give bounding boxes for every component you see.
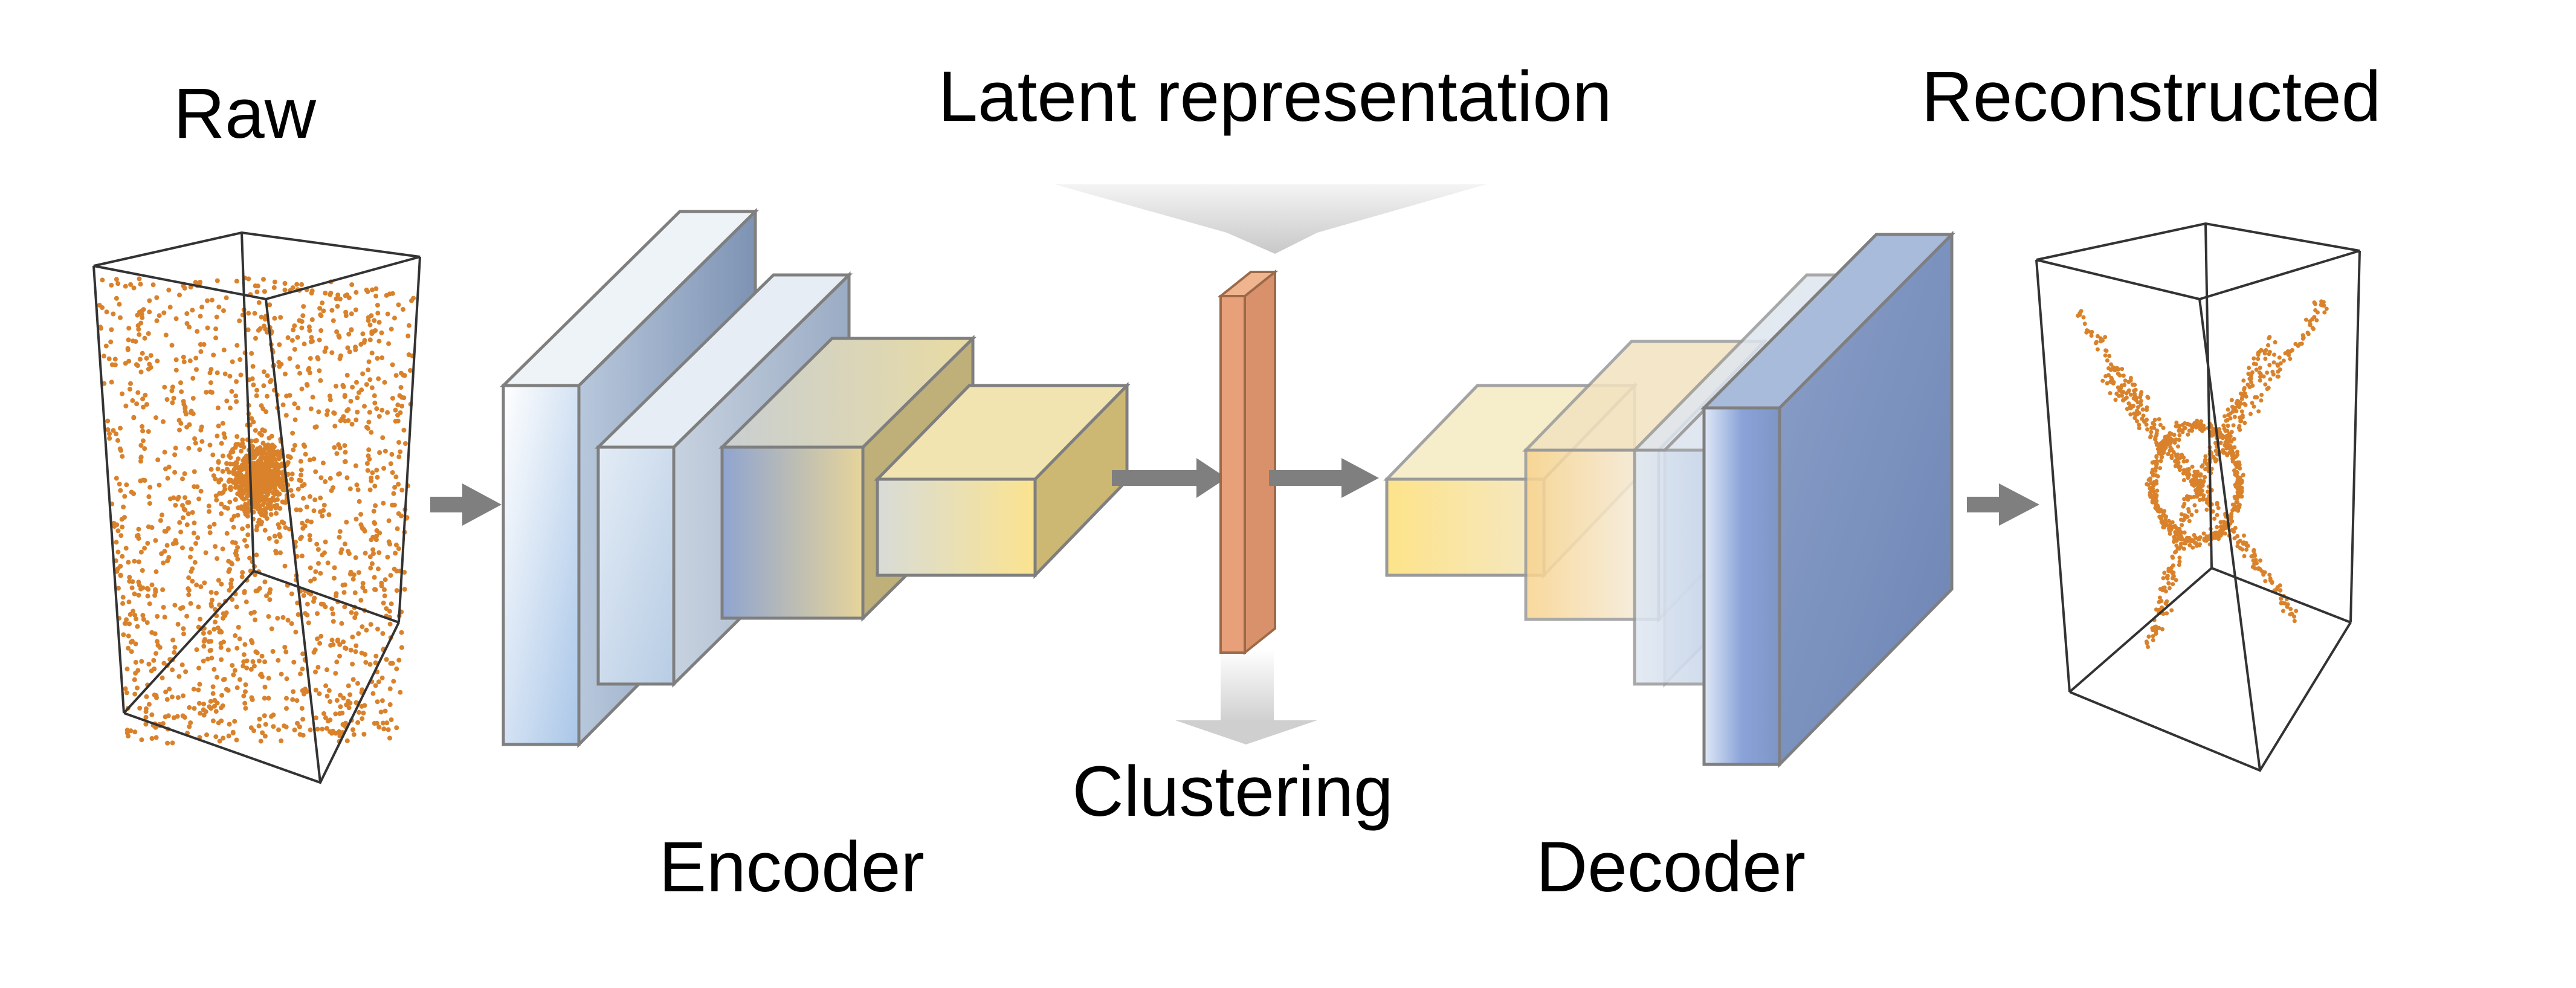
clustering-label: Clustering — [1072, 752, 1393, 831]
arrow-raw-to-encoder — [430, 483, 502, 526]
raw-label: Raw — [173, 74, 317, 153]
latent-representation-label: Latent representation — [938, 57, 1612, 137]
reconstructed-label: Reconstructed — [1922, 57, 2381, 137]
arrow-latent-to-decoder — [1269, 458, 1379, 498]
encoder — [499, 208, 1131, 749]
encoder-label: Encoder — [659, 827, 925, 907]
raw-point-cloud — [92, 231, 421, 784]
reconstructed-points — [2076, 299, 2329, 649]
encoder-layer-4 — [874, 381, 1131, 580]
latent-funnel — [1054, 184, 1487, 254]
latent-block — [1217, 269, 1279, 656]
reconstructed-box-frame — [2035, 222, 2361, 772]
decoder-label: Decoder — [1536, 827, 1806, 907]
reconstructed-point-cloud — [2035, 222, 2361, 772]
arrow-decoder-to-reconstructed — [1967, 483, 2039, 526]
decoder-layer-4 — [1700, 230, 1956, 769]
raw-points — [97, 276, 416, 746]
arrow-encoder-to-latent — [1112, 458, 1227, 498]
raw-box-frame — [92, 231, 421, 784]
decoder — [1383, 230, 1956, 769]
clustering-funnel — [1175, 650, 1317, 744]
